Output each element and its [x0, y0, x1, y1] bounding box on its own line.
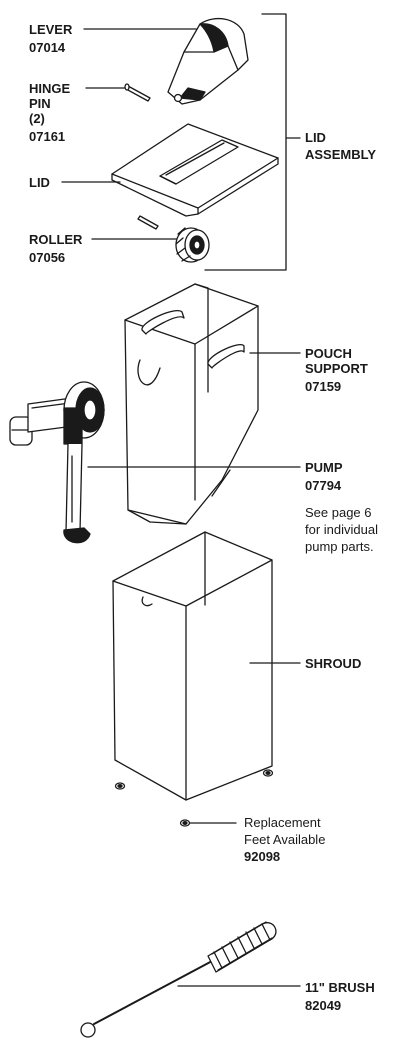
- lid-assembly-name-1: LID: [305, 130, 326, 145]
- lid-assembly-label: LID ASSEMBLY: [305, 130, 376, 162]
- brush-part: [80, 921, 277, 1038]
- lever-number: 07014: [29, 40, 66, 55]
- hinge-pin-qty: (2): [29, 111, 45, 126]
- hinge-pin-name-1: HINGE: [29, 81, 71, 96]
- pump-name: PUMP: [305, 460, 343, 475]
- shroud-label: SHROUD: [305, 656, 361, 671]
- lid-assembly-bracket: [204, 13, 287, 271]
- pump-note-3: pump parts.: [305, 539, 374, 554]
- lever-name: LEVER: [29, 22, 73, 37]
- lid-assembly-name-2: ASSEMBLY: [305, 147, 377, 162]
- hinge-pin-part: [124, 83, 151, 102]
- pump-note-1: See page 6: [305, 505, 372, 520]
- pouch-support-part: [124, 283, 259, 525]
- shroud-name: SHROUD: [305, 656, 362, 671]
- shroud-part: [112, 531, 273, 801]
- roller-label: ROLLER 07056: [29, 232, 82, 265]
- lid-part: [111, 123, 279, 217]
- feet-line-2: Feet Available: [244, 832, 326, 847]
- hinge-pin-name-2: PIN: [29, 96, 51, 111]
- pump-note: See page 6 for individual pump parts.: [305, 504, 378, 555]
- roller-name: ROLLER: [29, 232, 83, 247]
- hinge-pin-number: 07161: [29, 129, 66, 144]
- roller-number: 07056: [29, 250, 66, 265]
- pouch-support-label: POUCH SUPPORT 07159: [305, 346, 368, 394]
- pouch-support-number: 07159: [305, 379, 342, 394]
- feet-number: 92098: [244, 849, 281, 864]
- pump-part: [9, 381, 105, 544]
- lever-part: [167, 17, 249, 105]
- brush-name: 11" BRUSH: [305, 980, 375, 995]
- feet-label: Replacement Feet Available 92098: [244, 814, 325, 865]
- feet-line-1: Replacement: [244, 815, 321, 830]
- brush-label: 11" BRUSH 82049: [305, 980, 375, 1013]
- pouch-support-name-2: SUPPORT: [305, 361, 368, 376]
- pump-note-2: for individual: [305, 522, 378, 537]
- lid-label: LID: [29, 175, 50, 190]
- roller-part: [137, 215, 210, 263]
- pump-label: PUMP 07794: [305, 460, 343, 493]
- hinge-pin-label: HINGE PIN (2) 07161: [29, 81, 70, 144]
- lid-name: LID: [29, 175, 50, 190]
- pouch-support-name-1: POUCH: [305, 346, 352, 361]
- pump-number: 07794: [305, 478, 342, 493]
- brush-number: 82049: [305, 998, 342, 1013]
- lever-label: LEVER 07014: [29, 22, 72, 55]
